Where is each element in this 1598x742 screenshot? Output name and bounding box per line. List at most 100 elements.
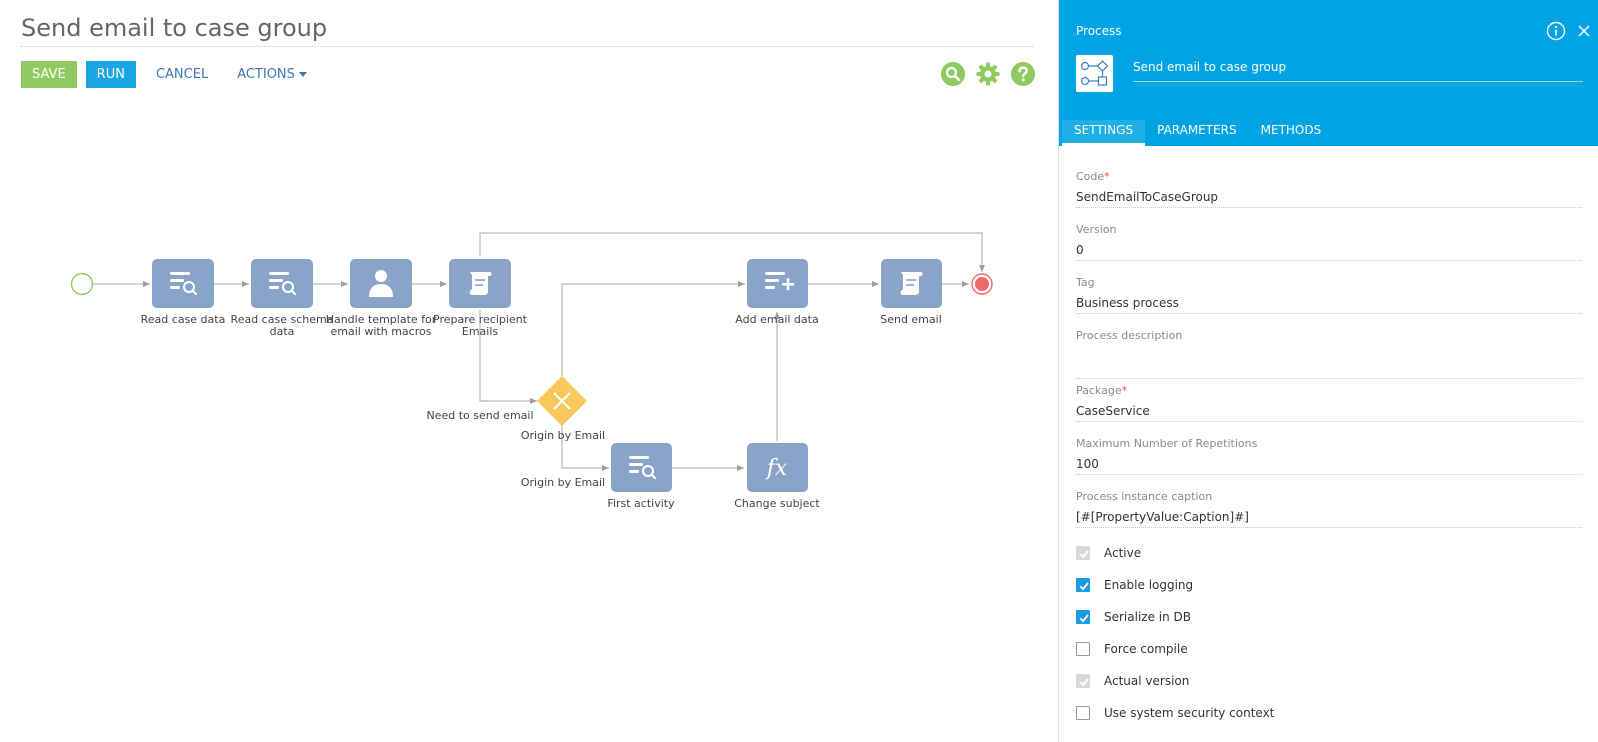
instance-caption-input[interactable]: [#[PropertyValue:Caption]#] (1076, 506, 1582, 528)
max-repetitions-input[interactable]: 100 (1076, 453, 1582, 475)
node-label-handle-template-2: email with macros (331, 325, 432, 338)
flow-prepare-to-gateway[interactable] (479, 310, 537, 404)
settings-checkboxes: Active Enable logging Serialize in DB Fo… (1076, 537, 1274, 729)
panel-label: Process (1076, 24, 1122, 38)
add-data-icon (765, 272, 794, 291)
flow-gateway-to-first-activity[interactable] (561, 426, 609, 471)
check-system-security-context[interactable]: Use system security context (1076, 697, 1274, 729)
node-read-case-data[interactable] (152, 259, 214, 308)
force-compile-checkbox[interactable] (1076, 642, 1090, 656)
node-add-email-data[interactable] (747, 259, 808, 308)
enable-logging-checkbox[interactable] (1076, 578, 1090, 592)
field-version: Version 0 (1076, 223, 1582, 276)
label-need-to-send-email: Need to send email (426, 409, 533, 422)
properties-panel: Process (1058, 0, 1598, 742)
field-tag: Tag Business process (1076, 276, 1582, 329)
check-actual-version[interactable]: Actual version (1076, 665, 1274, 697)
start-event[interactable] (70, 272, 94, 296)
flow-gateway-to-add-email[interactable] (561, 281, 745, 376)
read-data-icon (629, 456, 657, 480)
check-force-compile[interactable]: Force compile (1076, 633, 1274, 665)
check-active[interactable]: Active (1076, 537, 1274, 569)
actions-label: ACTIONS (237, 67, 295, 82)
node-send-email[interactable] (881, 259, 942, 308)
node-label-handle-template-1: Handle template for (326, 313, 437, 326)
check-serialize-in-db[interactable]: Serialize in DB (1076, 601, 1274, 633)
close-icon[interactable] (1575, 22, 1593, 40)
node-handle-template[interactable] (350, 259, 412, 308)
required-marker: * (1121, 384, 1128, 397)
process-designer: Send email to case group SAVE RUN CANCEL… (21, 14, 1035, 510)
search-icon[interactable] (941, 62, 965, 86)
read-data-icon (269, 272, 297, 296)
code-input[interactable]: SendEmailToCaseGroup (1076, 186, 1582, 208)
version-input[interactable]: 0 (1076, 239, 1582, 261)
description-input[interactable] (1076, 345, 1582, 379)
node-change-subject[interactable]: fx (747, 443, 808, 492)
read-data-icon (170, 272, 198, 296)
node-label-change-subject: Change subject (734, 497, 820, 510)
tab-settings[interactable]: SETTINGS (1062, 120, 1146, 146)
actions-button[interactable]: ACTIONS (229, 61, 315, 88)
node-label-add-email-data: Add email data (735, 313, 818, 326)
node-label-read-case-data: Read case data (141, 313, 226, 326)
process-icon (1076, 55, 1113, 92)
node-label-prepare-recipient-1: Prepare recipient (433, 313, 528, 326)
node-label-read-case-schema-1: Read case schema (231, 313, 334, 326)
system-security-context-label: Use system security context (1104, 706, 1275, 720)
panel-tabs: SETTINGS PARAMETERS METHODS (1062, 120, 1333, 146)
package-select[interactable]: CaseService (1076, 400, 1582, 422)
node-first-activity[interactable] (611, 443, 672, 492)
settings-fields: Code* SendEmailToCaseGroup Version 0 Tag… (1076, 170, 1582, 543)
page-title: Send email to case group (21, 14, 1033, 47)
system-security-context-checkbox[interactable] (1076, 706, 1090, 720)
force-compile-label: Force compile (1104, 642, 1188, 656)
tab-parameters[interactable]: PARAMETERS (1157, 123, 1237, 137)
field-instance-caption-label: Process instance caption (1076, 490, 1213, 503)
script-icon (469, 272, 492, 295)
check-enable-logging[interactable]: Enable logging (1076, 569, 1274, 601)
enable-logging-label: Enable logging (1104, 578, 1194, 592)
tab-methods[interactable]: METHODS (1260, 123, 1322, 137)
save-button[interactable]: SAVE (21, 61, 77, 88)
label-origin-by-email-bottom: Origin by Email (521, 476, 605, 489)
field-max-repetitions: Maximum Number of Repetitions 100 (1076, 437, 1582, 490)
connectors (93, 232, 985, 471)
active-checkbox[interactable] (1076, 546, 1090, 560)
tag-input[interactable]: Business process (1076, 292, 1582, 314)
process-diagram: Read case data Read case schema data (70, 232, 993, 510)
cancel-button[interactable]: CANCEL (148, 61, 216, 88)
node-label-read-case-schema-2: data (270, 325, 295, 338)
caret-down-icon (298, 72, 307, 77)
toolbar: SAVE RUN CANCEL ACTIONS (21, 61, 328, 88)
node-label-send-email: Send email (880, 313, 942, 326)
panel-header: Process (1059, 0, 1598, 146)
field-description: Process description (1076, 329, 1582, 384)
serialize-in-db-checkbox[interactable] (1076, 610, 1090, 624)
flow-prepare-to-end[interactable] (479, 232, 985, 272)
actual-version-checkbox[interactable] (1076, 674, 1090, 688)
info-icon[interactable] (1546, 21, 1566, 41)
node-prepare-recipient-emails[interactable] (449, 259, 511, 308)
active-label: Active (1104, 546, 1142, 560)
node-read-case-schema-data[interactable] (251, 259, 313, 308)
field-code: Code* SendEmailToCaseGroup (1076, 170, 1582, 223)
actual-version-label: Actual version (1104, 674, 1190, 688)
formula-icon: fx (765, 456, 788, 481)
field-tag-label: Tag (1076, 276, 1095, 289)
field-instance-caption: Process instance caption [#[PropertyValu… (1076, 490, 1582, 543)
required-marker: * (1104, 170, 1110, 183)
field-version-label: Version (1076, 223, 1117, 236)
gear-icon[interactable] (976, 62, 1000, 86)
run-button[interactable]: RUN (85, 61, 136, 88)
exclusive-gateway[interactable] (537, 376, 587, 426)
field-description-label: Process description (1076, 329, 1183, 342)
user-icon (369, 270, 393, 297)
process-name-input[interactable]: Send email to case group (1133, 60, 1583, 82)
help-icon[interactable] (1011, 62, 1035, 86)
field-package: Package* CaseService (1076, 384, 1582, 437)
script-icon (900, 272, 923, 295)
field-max-repetitions-label: Maximum Number of Repetitions (1076, 437, 1258, 450)
node-label-prepare-recipient-2: Emails (462, 325, 499, 338)
